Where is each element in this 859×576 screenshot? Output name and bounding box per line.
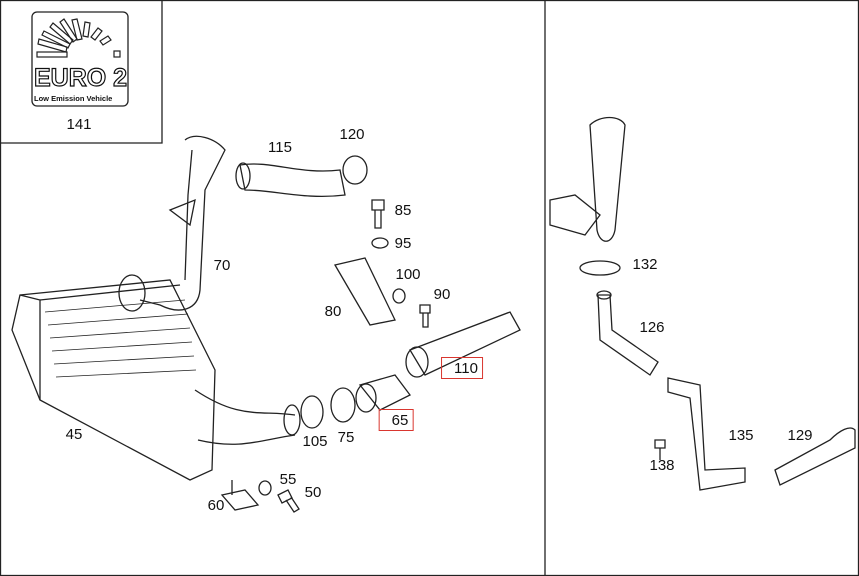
euro-logo-subtitle: Low Emission Vehicle [34,94,113,103]
part-label-85: 85 [394,202,412,219]
clamp-75 [330,387,356,423]
hose-110 [405,311,521,378]
bolt-85 [371,199,385,229]
clamp-132 [579,260,621,276]
bolt-138 [654,439,666,460]
part-label-100: 100 [395,266,421,283]
clamp-120 [342,155,368,185]
part-label-120: 120 [339,126,365,143]
pipe-70 [118,135,226,312]
bolt-90 [419,304,431,328]
hose-126 [597,294,659,376]
part-label-65-highlighted: 65 [378,409,414,431]
hose-115 [235,162,346,198]
hose-129 [774,427,856,486]
part-label-95: 95 [394,235,412,252]
part-label-90: 90 [433,286,451,303]
part-label-105: 105 [302,433,328,450]
part-label-141: 141 [66,116,92,133]
part-label-80: 80 [324,303,342,320]
pipe-upper [549,116,626,242]
part-label-70: 70 [213,257,231,274]
part-label-115: 115 [268,139,292,156]
part-label-55: 55 [279,471,297,488]
part-label-45: 45 [65,426,83,443]
logo-box [0,0,163,144]
washer-95 [371,237,389,249]
euro-logo-frame [31,11,129,107]
bolt-50 [277,489,300,513]
part-label-60: 60 [207,497,225,514]
bracket-80 [333,257,396,326]
part-label-129: 129 [787,427,813,444]
euro-logo-title: EURO 2 [33,63,128,92]
part-label-126: 126 [639,319,665,336]
part-label-75: 75 [337,429,355,446]
part-label-110-highlighted: 110 [441,357,483,379]
part-label-135: 135 [728,427,754,444]
euro-logo-rays [36,18,121,58]
part-label-138: 138 [649,457,675,474]
elbow-65 [355,374,411,413]
pipe-135 [667,377,746,491]
washer-55 [258,480,272,496]
ring-105 [300,395,324,429]
washer-100 [392,288,406,304]
bracket-60 [220,480,260,511]
part-label-132: 132 [632,256,658,273]
part-label-50: 50 [304,484,322,501]
intercooler-45 [11,279,296,481]
